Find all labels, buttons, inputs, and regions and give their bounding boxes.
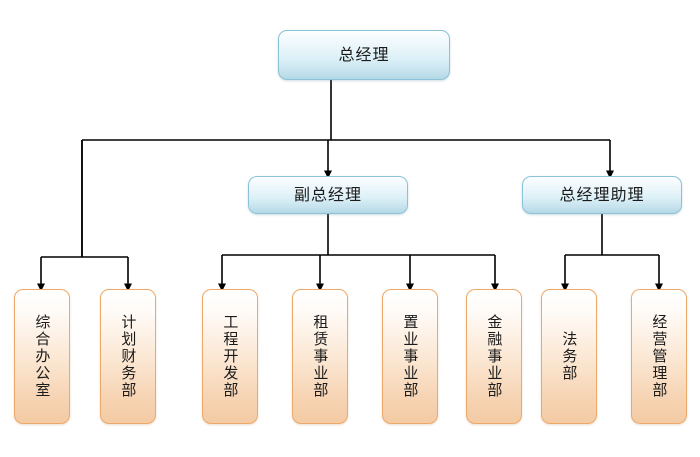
org-node-label: 综合办公室 <box>33 314 52 399</box>
org-node-label: 总经理助理 <box>559 185 645 204</box>
org-node-label: 副总经理 <box>293 185 362 204</box>
org-node-property-business-division[interactable]: 置业事业部 <box>382 289 438 424</box>
org-node-label: 法务部 <box>560 331 579 382</box>
org-node-deputy-general-manager[interactable]: 副总经理 <box>248 176 408 214</box>
org-node-assistant-to-general-manager[interactable]: 总经理助理 <box>522 176 682 214</box>
org-node-financial-business-division[interactable]: 金融事业部 <box>466 289 522 424</box>
org-node-label: 总经理 <box>338 45 390 64</box>
org-node-general-manager[interactable]: 总经理 <box>278 30 450 80</box>
org-node-leasing-business-division[interactable]: 租赁事业部 <box>292 289 348 424</box>
org-node-label: 金融事业部 <box>485 314 504 399</box>
org-node-general-office[interactable]: 综合办公室 <box>14 289 70 424</box>
org-node-planning-finance-department[interactable]: 计划财务部 <box>100 289 156 424</box>
org-node-label: 经营管理部 <box>650 314 669 399</box>
org-node-label: 工程开发部 <box>221 314 240 399</box>
org-node-operation-management-department[interactable]: 经营管理部 <box>631 289 687 424</box>
org-node-label: 租赁事业部 <box>311 314 330 399</box>
org-node-label: 计划财务部 <box>119 314 138 399</box>
org-node-legal-affairs-department[interactable]: 法务部 <box>541 289 597 424</box>
org-node-label: 置业事业部 <box>401 314 420 399</box>
org-node-engineering-development-department[interactable]: 工程开发部 <box>202 289 258 424</box>
